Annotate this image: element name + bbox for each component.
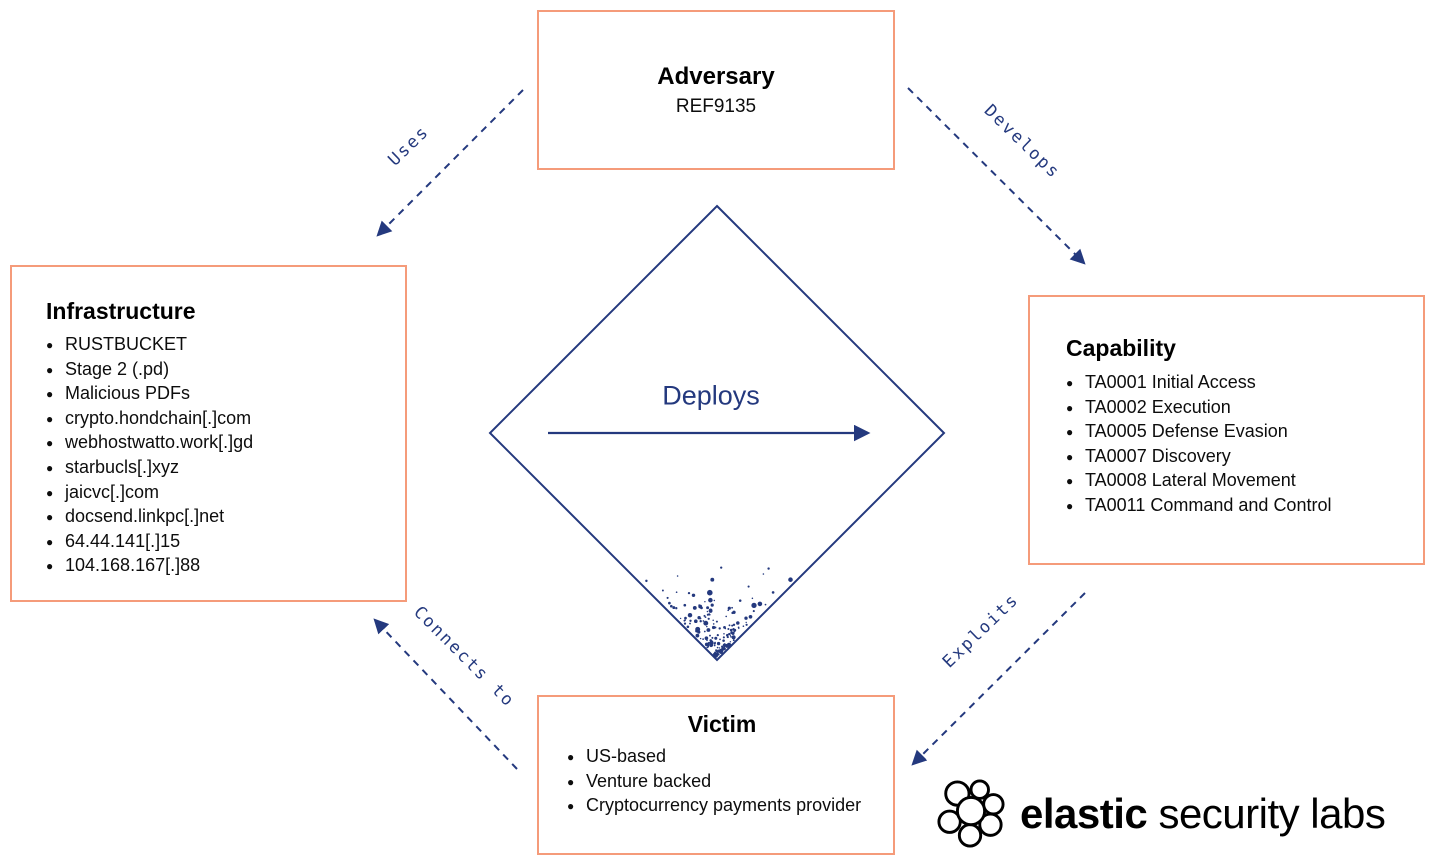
list-item: TA0005 Defense Evasion <box>1066 419 1409 444</box>
list-item: Venture backed <box>567 769 877 794</box>
list-item: Malicious PDFs <box>46 381 391 406</box>
victim-node: Victim US-basedVenture backedCryptocurre… <box>537 695 895 855</box>
list-item: starbucls[.]xyz <box>46 455 391 480</box>
exploits-arrow <box>911 592 1086 766</box>
adversary-node: Adversary REF9135 <box>537 10 895 170</box>
capability-list: TA0001 Initial AccessTA0002 ExecutionTA0… <box>1066 370 1409 518</box>
list-item: jaicvc[.]com <box>46 480 391 505</box>
list-item: crypto.hondchain[.]com <box>46 406 391 431</box>
develops-arrow <box>907 87 1086 265</box>
uses-arrow <box>376 89 524 237</box>
list-item: webhostwatto.work[.]gd <box>46 430 391 455</box>
infrastructure-title: Infrastructure <box>46 298 196 324</box>
list-item: 64.44.141[.]15 <box>46 529 391 554</box>
elastic-logo-icon <box>937 779 1005 848</box>
list-item: TA0002 Execution <box>1066 395 1409 420</box>
list-item: US-based <box>567 744 877 769</box>
logo-brand: elastic <box>1020 790 1148 837</box>
victim-list: US-basedVenture backedCryptocurrency pay… <box>567 744 877 818</box>
diamond-outline <box>488 204 946 662</box>
infrastructure-list: RUSTBUCKETStage 2 (.pd)Malicious PDFscry… <box>46 332 391 579</box>
list-item: TA0011 Command and Control <box>1066 493 1409 518</box>
list-item: RUSTBUCKET <box>46 332 391 357</box>
victim-title: Victim <box>687 711 757 737</box>
capability-title: Capability <box>1066 335 1176 361</box>
list-item: Stage 2 (.pd) <box>46 357 391 382</box>
logo-wordmark: elastic security labs <box>1020 790 1386 838</box>
particle-pile <box>645 566 793 658</box>
infrastructure-node: Infrastructure RUSTBUCKETStage 2 (.pd)Ma… <box>10 265 407 602</box>
elastic-security-labs-logo: elastic security labs <box>936 779 1386 849</box>
list-item: 104.168.167[.]88 <box>46 553 391 578</box>
adversary-title: Adversary <box>657 62 775 90</box>
list-item: TA0007 Discovery <box>1066 444 1409 469</box>
adversary-ref-id: REF9135 <box>675 95 757 117</box>
list-item: TA0008 Lateral Movement <box>1066 468 1409 493</box>
deploys-label: Deploys <box>662 380 760 411</box>
list-item: TA0001 Initial Access <box>1066 370 1409 395</box>
list-item: docsend.linkpc[.]net <box>46 504 391 529</box>
logo-suffix: security labs <box>1158 790 1386 837</box>
capability-node: Capability TA0001 Initial AccessTA0002 E… <box>1028 295 1425 565</box>
connects-to-arrow <box>373 618 518 770</box>
list-item: Cryptocurrency payments provider <box>567 793 877 818</box>
